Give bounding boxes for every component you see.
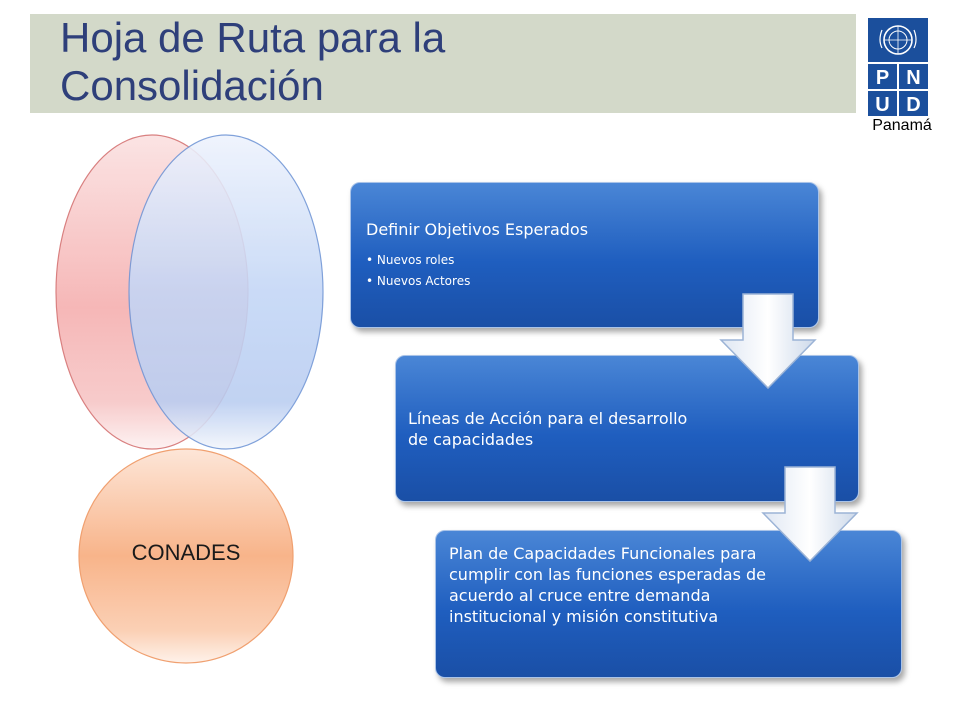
conades-label: CONADES (131, 540, 241, 565)
page-title-line1: Hoja de Ruta para la (60, 14, 446, 61)
step-2-title: Líneas de Acción para el desarrollo de c… (408, 409, 688, 449)
logo-letter-d: D (906, 94, 920, 116)
bullet-item: Nuevos roles (366, 250, 470, 271)
logo-letter-u: U (875, 94, 889, 116)
logo-caption: Panamá (872, 117, 932, 134)
venn-ellipse-blue (128, 134, 324, 450)
process-step-1: Definir Objetivos Esperados Nuevos roles… (350, 182, 819, 328)
bullet-item: Nuevos Actores (366, 271, 470, 292)
process-step-3: Plan de Capacidades Funcionales para cum… (435, 530, 902, 678)
undp-logo: P N U D (868, 18, 928, 116)
un-emblem-icon (879, 25, 917, 55)
process-step-2: Líneas de Acción para el desarrollo de c… (395, 355, 859, 502)
step-1-title: Definir Objetivos Esperados (366, 220, 589, 239)
title-band (30, 14, 856, 113)
down-arrow-icon (719, 293, 817, 390)
logo-letter-p: P (876, 67, 889, 89)
step-3-title: Plan de Capacidades Funcionales para cum… (449, 544, 767, 626)
page-title: Hoja de Ruta para la Consolidación (60, 14, 840, 110)
logo-letter-n: N (906, 67, 920, 89)
step-1-bullets: Nuevos roles Nuevos Actores (366, 250, 470, 292)
conades-circle (78, 448, 294, 664)
page-title-line2: Consolidación (60, 62, 324, 109)
down-arrow-icon (761, 466, 859, 563)
